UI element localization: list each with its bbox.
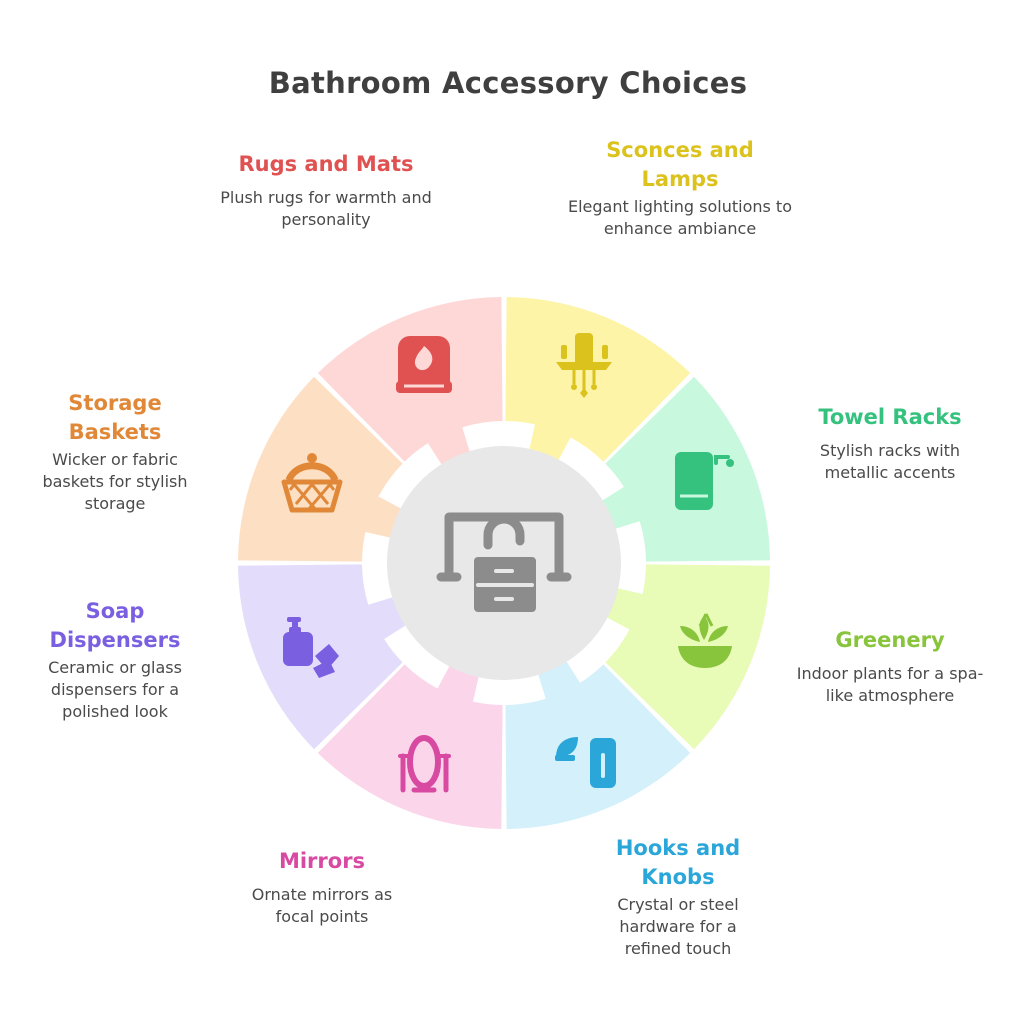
soap-dispenser-icon (283, 617, 339, 678)
diagram-title: Bathroom Accessory Choices (268, 66, 748, 100)
hooks-heading: Hooks and Knobs (615, 836, 741, 889)
rugs-description: Plush rugs for warmth and personality (220, 188, 432, 229)
storage-description: Wicker or fabric baskets for stylish sto… (42, 450, 188, 513)
chandelier-icon (556, 333, 612, 398)
greenery-description: Indoor plants for a spa-like atmosphere (796, 664, 984, 705)
wedge-sconces (505, 297, 691, 462)
label-rugs-and-mats: Rugs and Mats Plush rugs for warmth and … (206, 150, 446, 231)
mirrors-description: Ornate mirrors as focal points (251, 885, 393, 926)
sconces-heading: Sconces and Lamps (606, 138, 754, 191)
towel-heading: Towel Racks (818, 405, 962, 429)
basket-icon (281, 453, 343, 513)
label-hooks-and-knobs: Hooks and Knobs Crystal or steel hardwar… (578, 834, 778, 960)
rugs-heading: Rugs and Mats (238, 152, 414, 176)
label-towel-racks: Towel Racks Stylish racks with metallic … (790, 403, 990, 484)
label-soap-dispensers: Soap Dispensers Ceramic or glass dispens… (20, 597, 210, 723)
vanity-cabinet-icon (436, 512, 572, 612)
label-storage-baskets: Storage Baskets Wicker or fabric baskets… (20, 389, 210, 515)
storage-heading: Storage Baskets (68, 391, 162, 444)
mirrors-heading: Mirrors (278, 849, 366, 873)
rug-icon (396, 336, 452, 393)
mirror-icon (398, 735, 451, 793)
plant-icon (678, 613, 732, 668)
towel-rack-icon (675, 452, 734, 510)
label-sconces-and-lamps: Sconces and Lamps Elegant lighting solut… (565, 136, 795, 240)
sconces-description: Elegant lighting solutions to enhance am… (568, 197, 792, 238)
towel-description: Stylish racks with metallic accents (819, 441, 961, 482)
greenery-heading: Greenery (835, 628, 945, 652)
label-greenery: Greenery Indoor plants for a spa-like at… (790, 626, 990, 707)
label-mirrors: Mirrors Ornate mirrors as focal points (222, 847, 422, 928)
soap-description: Ceramic or glass dispensers for a polish… (48, 658, 182, 721)
hook-icon (555, 737, 616, 788)
soap-heading: Soap Dispensers (49, 599, 181, 652)
hooks-description: Crystal or steel hardware for a refined … (617, 895, 739, 958)
